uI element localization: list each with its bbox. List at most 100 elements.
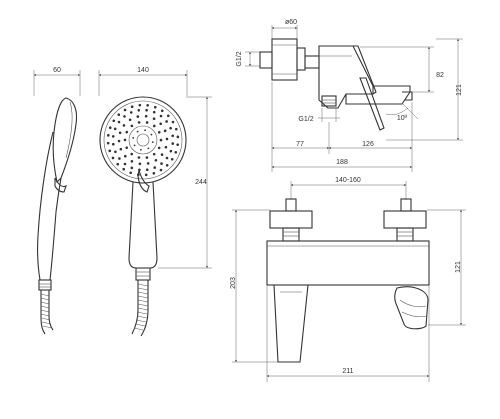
- nozzle-dot: [159, 138, 163, 142]
- nozzle-dot: [106, 141, 110, 145]
- nozzle-dot: [136, 130, 139, 133]
- nozzle-dot: [111, 156, 115, 160]
- nozzle-dot: [157, 130, 161, 134]
- nozzle-dot: [144, 114, 148, 118]
- nozzle-dot: [118, 157, 121, 160]
- nozzle-dot: [117, 139, 121, 143]
- nozzle-dot: [124, 154, 127, 158]
- nozzle-dot: [165, 163, 169, 167]
- dim-total-depth: 188: [336, 159, 348, 166]
- nozzle-dot: [152, 152, 156, 156]
- nozzle-dot: [130, 159, 134, 163]
- nozzle-dot: [176, 135, 180, 139]
- nozzle-dot: [130, 124, 134, 128]
- nozzle-dot: [170, 157, 174, 161]
- nozzle-dot: [171, 134, 174, 138]
- nozzle-dot: [176, 143, 179, 146]
- nozzle-dot: [136, 115, 140, 118]
- nozzle-dot: [174, 150, 178, 154]
- nozzle-dot: [123, 162, 127, 166]
- nozzle-dot: [118, 131, 122, 135]
- nozzle-dot: [171, 142, 175, 145]
- dim-eccentric-depth: 77: [296, 141, 304, 148]
- dim-body-height: 203: [230, 277, 237, 289]
- hand-shower-front-view: 140 244: [98, 67, 212, 337]
- nozzle-dot: [152, 117, 156, 121]
- nozzle-dot: [111, 135, 115, 138]
- nozzle-dot: [146, 104, 149, 107]
- nozzle-dot: [160, 162, 163, 165]
- nozzle-dot: [133, 144, 136, 147]
- dim-spout-angle: 10º: [397, 115, 408, 122]
- dim-shower-length: 244: [195, 179, 207, 186]
- nozzle-dot: [157, 146, 161, 150]
- nozzle-dot: [153, 105, 157, 109]
- mixer-side-view: ø60 G1/2 G1/2 10º: [236, 19, 463, 172]
- nozzle-dot: [169, 126, 172, 130]
- nozzle-dot: [108, 149, 112, 153]
- nozzle-dot: [159, 122, 162, 126]
- nozzle-dot: [171, 120, 175, 124]
- nozzle-dot: [151, 141, 154, 144]
- nozzle-dot: [137, 121, 141, 124]
- nozzle-dot: [113, 127, 117, 131]
- nozzle-dot: [150, 133, 153, 136]
- nozzle-dot: [112, 119, 116, 123]
- nozzle-dot: [145, 108, 148, 112]
- dim-shower-head-width: 140: [137, 67, 149, 74]
- nozzle-dot: [116, 162, 120, 166]
- dim-total-width: 211: [342, 368, 353, 375]
- nozzle-dot: [146, 162, 150, 165]
- nozzle-dot: [138, 103, 142, 107]
- nozzle-dot: [138, 162, 142, 166]
- nozzle-dot: [165, 137, 169, 141]
- nozzle-dot: [123, 138, 127, 142]
- nozzle-dot: [174, 127, 178, 131]
- nozzle-dot: [159, 114, 163, 118]
- nozzle-dot: [130, 166, 134, 170]
- nozzle-dot: [123, 108, 127, 112]
- nozzle-dot: [145, 156, 149, 159]
- nozzle-dot: [160, 109, 164, 113]
- nozzle-dot: [129, 171, 133, 175]
- nozzle-dot: [128, 118, 132, 122]
- nozzle-dot: [152, 110, 156, 114]
- nozzle-dot: [122, 167, 126, 171]
- nozzle-dot: [160, 153, 164, 156]
- nozzle-dot: [129, 111, 133, 114]
- nozzle-dot: [139, 148, 142, 151]
- nozzle-dot: [145, 121, 149, 124]
- nozzle-dot: [165, 120, 168, 123]
- nozzle-dot: [114, 150, 117, 154]
- nozzle-dot: [164, 145, 168, 149]
- mixer-front-view: 140-160 203 121: [230, 177, 466, 382]
- nozzle-dot: [108, 126, 112, 130]
- nozzle-dot: [152, 171, 156, 175]
- nozzle-dot: [147, 147, 150, 150]
- nozzle-dot: [137, 156, 141, 159]
- nozzle-dot: [107, 134, 110, 137]
- nozzle-dot: [144, 173, 148, 177]
- nozzle-dot: [122, 124, 126, 127]
- nozzle-dot: [137, 109, 141, 112]
- dim-wall-connection-diameter: ø60: [285, 19, 297, 26]
- nozzle-dot: [154, 158, 158, 162]
- nozzle-dot: [153, 166, 157, 169]
- nozzle-dot: [125, 130, 129, 134]
- nozzle-dot: [112, 142, 115, 146]
- nozzle-dot: [123, 115, 126, 118]
- nozzle-dot: [132, 136, 135, 139]
- shower-nozzles: [106, 103, 180, 177]
- nozzle-dot: [145, 168, 149, 171]
- dim-center-distance: 140-160: [335, 177, 361, 184]
- nozzle-dot: [125, 146, 129, 150]
- nozzle-dot: [163, 129, 167, 133]
- hand-shower-side-view: 60: [33, 67, 81, 335]
- dim-height-top-view: 82: [436, 72, 444, 79]
- nozzle-dot: [119, 147, 123, 151]
- dim-height-front-view: 121: [455, 261, 462, 273]
- dim-hose-thread: G1/2: [298, 116, 313, 123]
- dim-spout-reach: 126: [362, 141, 374, 148]
- nozzle-dot: [159, 168, 163, 172]
